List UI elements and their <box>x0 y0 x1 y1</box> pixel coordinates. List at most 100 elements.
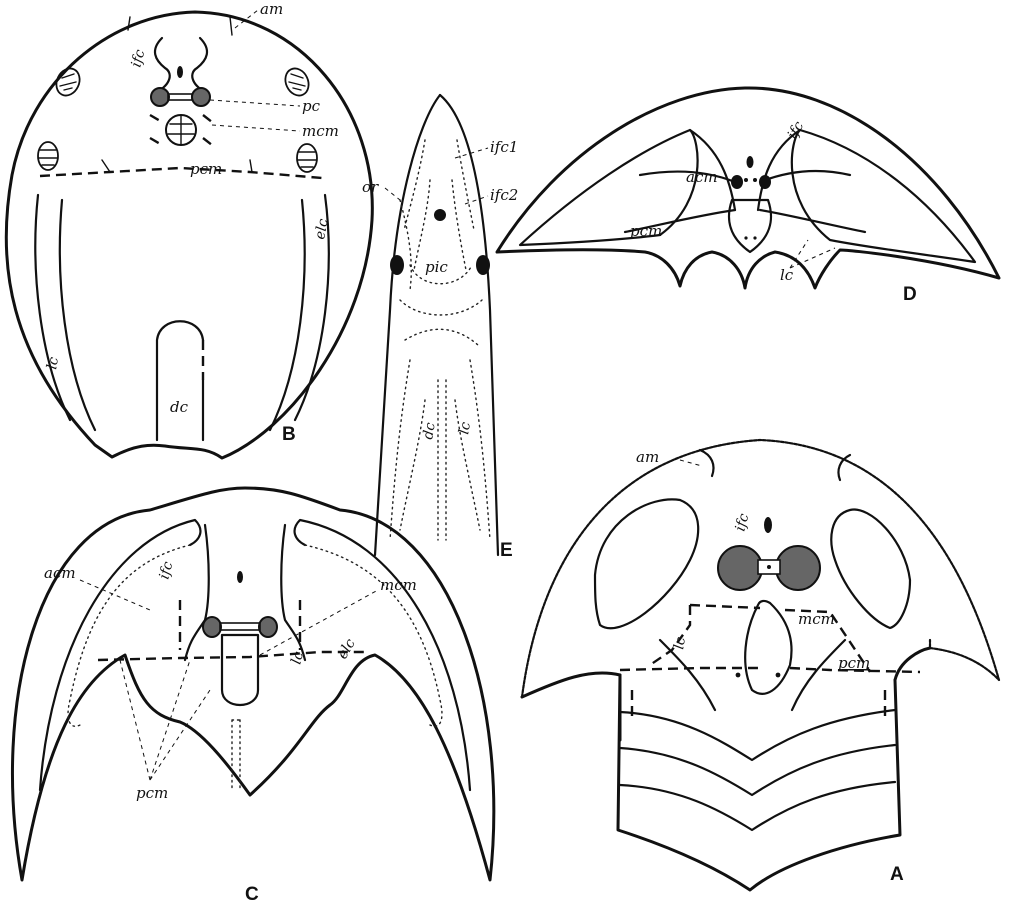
figure-a-pcm-dot-1 <box>736 673 741 678</box>
figure-a-median-ocellus <box>764 517 772 533</box>
figure-c-mcm-leader <box>260 590 378 655</box>
figure-d-glabella-dot-1 <box>744 236 747 239</box>
figure-a-thorax-segments <box>620 710 895 830</box>
figure-b-left-eye <box>151 88 169 106</box>
figure-a-label-ifc: ifc <box>732 512 752 533</box>
figure-d-acm-right <box>760 171 850 182</box>
figure-d-label-lc: lc <box>780 266 794 284</box>
figure-d-glabella-dot-2 <box>753 236 756 239</box>
figure-b-dc-left <box>157 321 203 440</box>
figure-c-inner-outline-left <box>40 520 200 790</box>
figure-e-label-lc: lc <box>456 421 474 436</box>
figure-a-ifc-right-lobe <box>831 510 910 628</box>
figure-c-inner-outline-right <box>295 520 470 790</box>
figure-d-right-eye <box>759 175 771 189</box>
figure-e-or-dotted <box>400 200 411 290</box>
figure-d-left-eye <box>731 175 743 189</box>
figure-a-right-eye <box>776 546 820 590</box>
figure-c-right-eye <box>259 617 277 637</box>
figure-b-am-mark-left <box>128 17 130 30</box>
figure-a-label-mcm: mcm <box>798 610 835 628</box>
figure-a-bridge-dot <box>767 565 771 569</box>
figure-b-label-ifc: ifc <box>128 48 148 69</box>
figure-a-axial-lines <box>660 640 845 710</box>
figure-e-label-or: or <box>362 178 379 196</box>
figure-e-pic-dotted <box>400 265 482 345</box>
figure-d-pcm-right <box>760 210 865 232</box>
figure-d-label-pcm: pcm <box>630 222 662 240</box>
figure-b-lateral-organs <box>38 65 317 172</box>
figure-c-label-elc: elc <box>335 636 359 662</box>
figure-b-label-pcm: pcm <box>190 160 222 178</box>
figure-e-label-pic: pic <box>425 258 448 276</box>
figure-a-am-leader <box>680 460 702 466</box>
figure-b-label-mcm: mcm <box>302 122 339 140</box>
figure-b-pc-leader <box>210 100 300 106</box>
figure-b-label-pc: pc <box>302 97 321 115</box>
figure-b-pcm-line <box>40 168 322 178</box>
figure-d-label-acm: acm <box>686 168 718 186</box>
figure-a-ifc-left-lobe <box>595 499 698 628</box>
figure-a-pcm-line <box>620 668 920 672</box>
figure-c-letter: C <box>245 884 259 905</box>
figure-e-or-leader <box>385 188 400 200</box>
figure-c-label-ifc: ifc <box>156 560 176 581</box>
figure-b-letter: B <box>282 424 296 445</box>
figure-d-letter: D <box>903 284 917 305</box>
figure-c-outline <box>12 488 493 880</box>
figure-e-left-eye <box>390 255 404 275</box>
figure-e-ifc-dotted <box>404 140 474 270</box>
figure-a-left-eye <box>718 546 762 590</box>
figure-c-label-mcm: mcm <box>380 576 417 594</box>
figure-b-ifc-right <box>192 38 207 92</box>
figure-b: am ifc pc mcm pcm elc lc dc B <box>6 0 372 458</box>
figure-c-label-pcm: pcm <box>136 784 168 802</box>
figure-b-median-ocellus <box>177 66 183 78</box>
figure-a: am ifc mcm lc pcm A <box>522 440 999 890</box>
figure-a-glabella <box>745 601 791 694</box>
figure-c-acm-leader <box>80 580 150 610</box>
figure-e-outline-left <box>375 95 440 555</box>
figure-c: acm ifc mcm lc elc pcm C <box>12 488 493 905</box>
figure-c-ifc-right <box>281 525 305 660</box>
figure-a-letter: A <box>890 864 904 885</box>
figure-c-glabella <box>222 635 258 705</box>
figure-c-label-lc: lc <box>288 650 307 666</box>
figure-b-label-am: am <box>260 0 283 18</box>
figure-d-outline <box>497 88 999 288</box>
figure-a-thorax-outline <box>618 675 900 890</box>
figure-e: ifc1 ifc2 or pic dc lc E <box>362 95 518 561</box>
figure-e-right-eye <box>476 255 490 275</box>
figure-c-median-ocellus <box>237 571 243 583</box>
figure-b-am-mark-right <box>230 17 232 35</box>
figure-a-lc-dashes <box>650 605 690 665</box>
figure-b-eye-bridge <box>168 94 192 100</box>
figure-c-left-eye <box>203 617 221 637</box>
figure-a-label-lc: lc <box>671 636 689 651</box>
figure-c-label-acm: acm <box>44 564 76 582</box>
figure-c-eye-bridge <box>220 623 260 630</box>
figure-e-letter: E <box>500 540 513 561</box>
figure-e-dc-dotted <box>400 380 480 540</box>
figure-e-label-ifc2: ifc2 <box>490 186 518 204</box>
figure-e-label-ifc1: ifc1 <box>490 138 518 156</box>
figure-e-label-dc: dc <box>420 421 439 440</box>
figure-b-ifc-left <box>155 38 170 92</box>
figure-b-label-dc: dc <box>170 398 189 416</box>
figure-b-lc-left-outer <box>35 195 70 420</box>
figure-a-label-pcm: pcm <box>838 654 870 672</box>
figure-b-right-eye <box>192 88 210 106</box>
figure-d-median-ocellus <box>747 156 754 168</box>
figure-d-tubercle-2 <box>753 178 757 182</box>
figure-e-lc-dotted <box>390 360 490 540</box>
figure-a-label-am: am <box>636 448 659 466</box>
figure-e-outline-right <box>440 95 498 555</box>
figure-c-pcm-line <box>98 652 368 660</box>
figure-b-label-lc: lc <box>44 356 62 371</box>
figure-a-am-left <box>700 450 714 476</box>
figure-c-elc-dotted-right <box>305 545 442 726</box>
figure-a-pcm-dot-2 <box>776 673 781 678</box>
figure-b-lc-left-inner <box>60 200 95 430</box>
figure-b-mcm-leader <box>212 125 300 131</box>
